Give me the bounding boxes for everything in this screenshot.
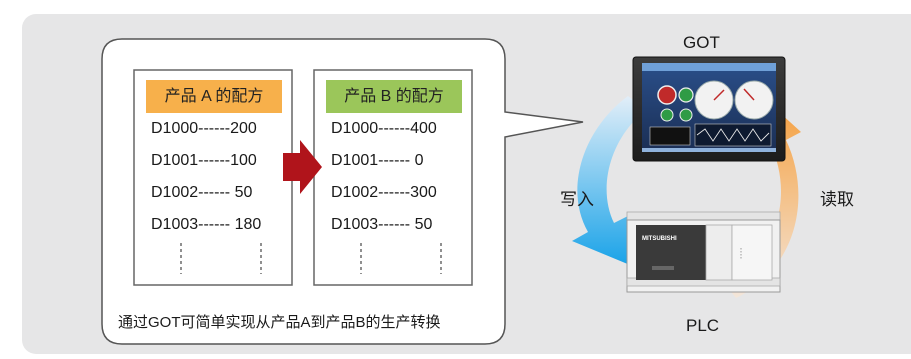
transfer-arrow-icon xyxy=(283,140,322,194)
recipe-a-row: D1003------ 180 xyxy=(151,216,262,233)
recipe-b-row: D1003------ 50 xyxy=(331,216,433,233)
write-label: 写入 xyxy=(560,190,594,209)
read-label: 读取 xyxy=(820,190,854,209)
recipe-a-row: D1001------100 xyxy=(151,152,257,169)
plc-device-icon xyxy=(626,211,781,293)
recipe-a-row: D1000------200 xyxy=(151,120,257,137)
plc-brand-label: MITSUBISHI xyxy=(642,236,677,242)
plc-label: PLC xyxy=(686,316,720,335)
recipe-b-title: 产品 B 的配方 xyxy=(326,80,462,113)
recipe-b-row: D1002------300 xyxy=(331,184,437,201)
got-device-icon xyxy=(632,56,786,162)
recipe-a-title: 产品 A 的配方 xyxy=(146,80,282,113)
recipe-a-row: D1002------ 50 xyxy=(151,184,253,201)
got-label: GOT xyxy=(683,33,720,52)
caption-text: 通过GOT可简单实现从产品A到产品B的生产转换 xyxy=(118,314,441,331)
recipe-b-row: D1000------400 xyxy=(331,120,437,137)
recipe-b-row: D1001------ 0 xyxy=(331,152,424,169)
